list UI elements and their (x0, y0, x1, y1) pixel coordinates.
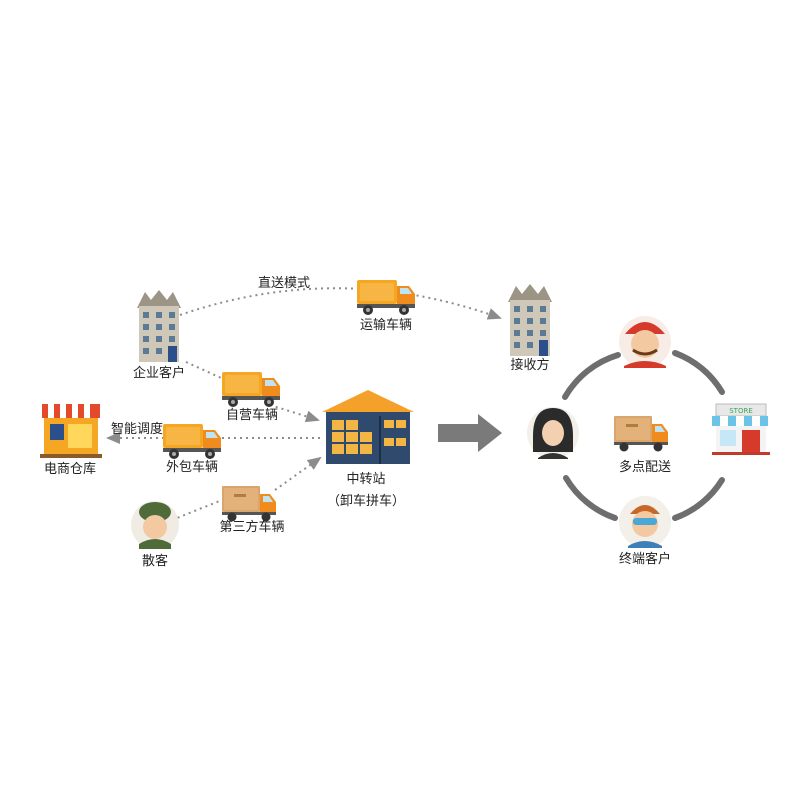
label-transfer-station: 中转站 (346, 472, 386, 487)
label-receiver: 接收方 (510, 358, 550, 373)
third-party-to-station-line (274, 456, 322, 491)
own-truck-icon (222, 372, 280, 407)
bottom-customer-avatar (619, 496, 671, 548)
transport-truck-icon (357, 280, 415, 315)
label-transport-vehicle: 运输车辆 (359, 318, 413, 333)
label-smart-dispatch: 智能调度 (110, 422, 164, 437)
label-enterprise-client: 企业客户 (132, 366, 186, 381)
store-sign-text: STORE (729, 407, 753, 415)
direct-route-line (179, 287, 502, 320)
receiver-building-icon (508, 284, 552, 356)
label-transfer-station-note: （卸车拼车） (326, 494, 406, 509)
label-walk-in-client: 散客 (141, 554, 169, 569)
label-direct-mode: 直送模式 (257, 276, 311, 291)
enterprise-building-icon (137, 290, 181, 362)
third-party-truck-icon (222, 486, 276, 522)
outsourced-truck-icon (163, 424, 221, 459)
label-ecommerce-warehouse: 电商仓库 (43, 462, 97, 477)
big-right-arrow (438, 414, 502, 452)
store-icon: STORE (712, 403, 770, 455)
transfer-station-icon (322, 390, 414, 464)
label-third-party-vehicle: 第三方车辆 (219, 520, 285, 535)
ecommerce-shop-icon (40, 404, 102, 458)
label-end-customer: 终端客户 (618, 552, 672, 567)
walk-in-to-third-party-line (171, 499, 223, 521)
label-own-vehicle: 自营车辆 (225, 408, 279, 423)
enterprise-to-own-vehicle-line (185, 361, 231, 383)
left-customer-avatar (527, 407, 579, 459)
multi-point-truck-icon (614, 416, 668, 452)
label-outsourced-vehicle: 外包车辆 (165, 460, 219, 475)
walk-in-client-avatar (131, 501, 179, 549)
delivery-circle (562, 350, 725, 521)
top-customer-avatar (619, 316, 671, 368)
label-multi-point-delivery: 多点配送 (618, 460, 672, 475)
own-vehicle-to-station-line (269, 404, 320, 423)
